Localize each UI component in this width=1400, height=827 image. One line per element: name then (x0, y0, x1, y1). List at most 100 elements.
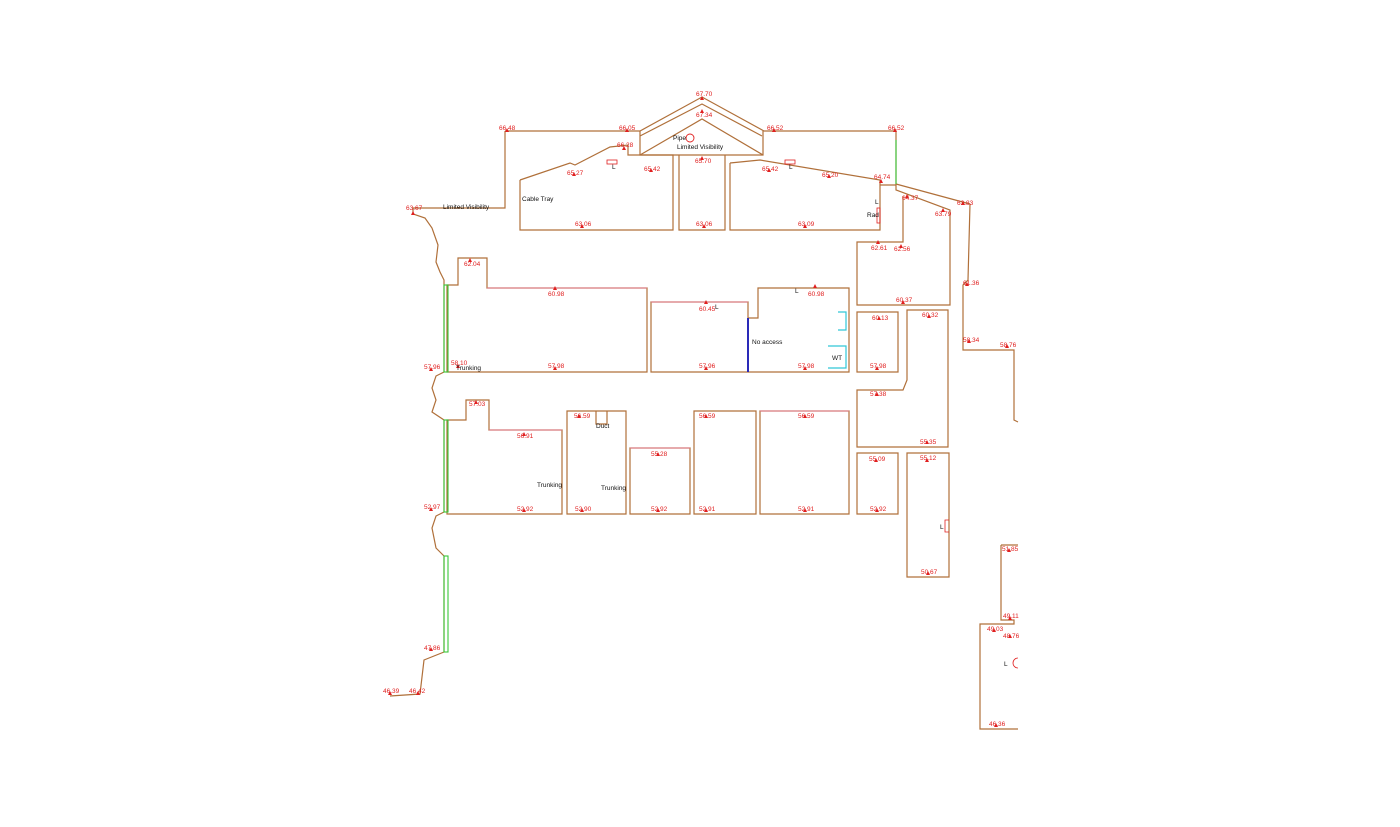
level-label: 63.06 (575, 221, 592, 228)
level-label: 58.10 (451, 360, 468, 367)
level-label: 57.03 (469, 401, 486, 408)
level-label: 66.48 (499, 125, 516, 132)
level-label: 57.96 (424, 364, 441, 371)
level-label: 58.76 (1000, 342, 1017, 349)
note-lift: L (940, 524, 944, 531)
level-label: 55.28 (651, 451, 668, 458)
room-small-a (856, 311, 899, 373)
radiator-symbol (876, 207, 881, 224)
note-limited-visibility-top: Limited Visibility (677, 144, 724, 151)
note-pipe: Pipe (673, 135, 686, 142)
level-label: 56.91 (517, 433, 534, 440)
level-label: 57.98 (870, 363, 887, 370)
level-label: 52.97 (424, 504, 441, 511)
level-label: 63.09 (798, 221, 815, 228)
pipe-room-outline (639, 118, 764, 156)
level-label: 49.03 (987, 626, 1004, 633)
lift-symbol-bottom (1012, 657, 1019, 669)
level-label: 66.28 (617, 142, 634, 149)
note-trunking: Trunking (537, 482, 562, 489)
glazing (443, 140, 897, 653)
note-limited-visibility-left: Limited Visibility (443, 204, 490, 211)
note-rad: Rad (867, 212, 879, 219)
level-label: 62.04 (464, 261, 481, 268)
room-top-corridor (678, 155, 726, 231)
note-cable-tray: Cable Tray (522, 196, 554, 203)
level-label: 51.85 (1002, 546, 1019, 553)
level-label: 50.67 (921, 569, 938, 576)
level-label: 48.76 (1003, 633, 1020, 640)
level-label: 63.67 (406, 205, 423, 212)
level-label: 65.42 (762, 166, 779, 173)
level-label: 52.91 (699, 506, 716, 513)
note-lift: L (612, 164, 616, 171)
level-label: 64.74 (874, 174, 891, 181)
level-label: 60.37 (896, 297, 913, 304)
level-markers (388, 96, 1012, 727)
level-label: 60.13 (872, 315, 889, 322)
room-lower-right (759, 410, 850, 515)
room-lower-left (446, 399, 563, 515)
level-label: 46.36 (989, 721, 1006, 728)
room-cable-tray (519, 144, 674, 231)
level-label: 46.39 (383, 688, 400, 695)
annotations: Pipe Limited Visibility Limited Visibili… (443, 135, 1008, 668)
level-label: 47.86 (424, 645, 441, 652)
level-label: 58.34 (963, 337, 980, 344)
note-lift: L (789, 164, 793, 171)
level-label: 66.05 (619, 125, 636, 132)
room-stair-c (906, 452, 950, 578)
level-label: 55.12 (920, 455, 937, 462)
room-lower-mid (693, 410, 757, 515)
level-label: 64.37 (902, 195, 919, 202)
level-label: 57.98 (548, 363, 565, 370)
room-top-right (729, 159, 881, 231)
level-label: 60.98 (548, 291, 565, 298)
wc-fixture-2 (828, 345, 847, 369)
note-lift: L (795, 288, 799, 295)
lift-symbol-stair (944, 519, 949, 533)
right-outer-edge (962, 203, 1019, 423)
level-labels: 67.70 67.34 66.48 66.05 66.52 66.52 66.2… (383, 91, 1020, 728)
room-no-access (748, 287, 850, 373)
note-lift: L (1004, 661, 1008, 668)
note-no-access: No access (752, 339, 783, 346)
level-label: 52.90 (575, 506, 592, 513)
level-label: 55.09 (869, 456, 886, 463)
level-label: 52.92 (517, 506, 534, 513)
room-duct (566, 410, 627, 515)
level-label: 65.27 (567, 170, 584, 177)
level-label: 63.79 (935, 211, 952, 218)
level-label: 63.06 (696, 221, 713, 228)
note-trunking: Trunking (601, 485, 626, 492)
level-label: 65.20 (822, 172, 839, 179)
level-label: 57.96 (699, 363, 716, 370)
level-label: 61.36 (963, 280, 980, 287)
note-lift: L (875, 199, 879, 206)
level-label: 60.45 (699, 306, 716, 313)
level-label: 62.61 (871, 245, 888, 252)
note-lift: L (715, 304, 719, 311)
level-label: 66.52 (888, 125, 905, 132)
level-label: 52.91 (798, 506, 815, 513)
level-label: 57.38 (870, 391, 887, 398)
level-label: 65.70 (695, 158, 712, 165)
level-label: 49.11 (1003, 613, 1019, 620)
level-label: 52.92 (651, 506, 668, 513)
lift-marker (606, 159, 618, 165)
level-label: 46.42 (409, 688, 426, 695)
level-label: 67.34 (696, 112, 713, 119)
level-label: 52.92 (870, 506, 887, 513)
level-label: 66.52 (767, 125, 784, 132)
level-label: 56.59 (699, 413, 716, 420)
note-wt: WT (832, 355, 842, 362)
wc-fixture (838, 311, 847, 331)
level-label: 60.98 (808, 291, 825, 298)
level-label: 56.59 (574, 413, 591, 420)
level-label: 63.83 (957, 200, 974, 207)
level-label: 55.35 (920, 439, 937, 446)
room-bottom-right (979, 545, 1018, 730)
room-stair-b (856, 309, 949, 448)
level-label: 56.59 (798, 413, 815, 420)
room-middle-left (446, 257, 648, 373)
